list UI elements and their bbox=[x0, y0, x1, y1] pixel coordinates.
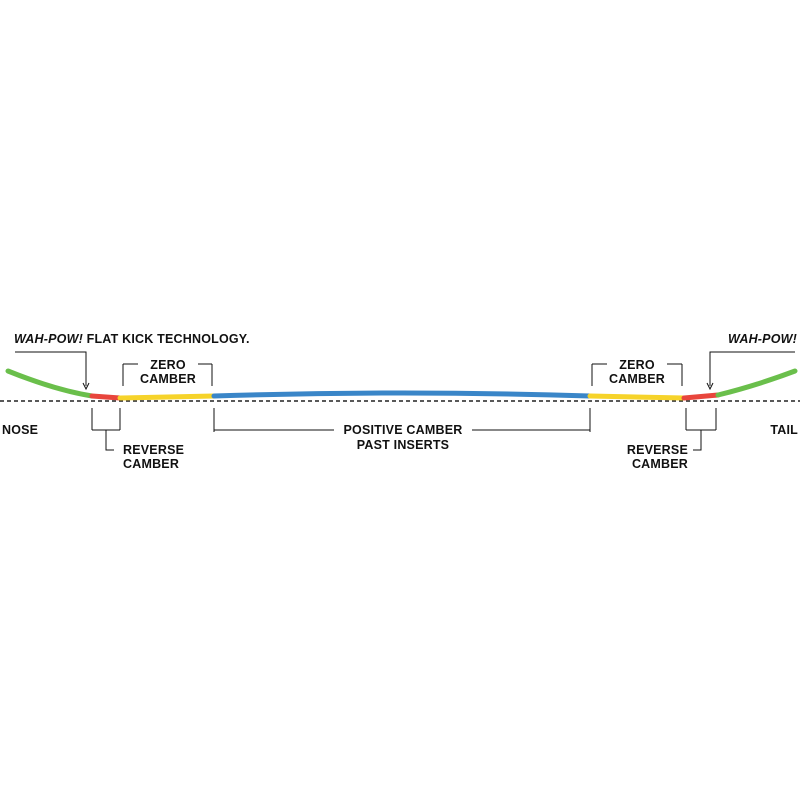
tail-zero-camber-segment bbox=[587, 393, 687, 401]
flat-kick-leader bbox=[15, 351, 87, 386]
reverse-camber-left-line2: CAMBER bbox=[123, 457, 179, 471]
positive-camber-line1: POSITIVE CAMBER bbox=[344, 423, 463, 437]
zero-camber-right-line1: ZERO bbox=[619, 358, 655, 372]
wahpow-right-label: WAH-POW! bbox=[728, 332, 797, 346]
positive-camber-segment bbox=[211, 390, 593, 399]
tail-reverse-camber-segment bbox=[681, 392, 721, 401]
reverse-camber-right-line1: REVERSE bbox=[627, 443, 688, 457]
reverse-camber-left-group: REVERSE CAMBER bbox=[91, 408, 184, 471]
positive-camber-group: POSITIVE CAMBER PAST INSERTS bbox=[213, 408, 591, 452]
nose-zero-camber-segment bbox=[117, 393, 217, 401]
tail-kick-segment bbox=[715, 368, 798, 398]
tail-label: TAIL bbox=[770, 423, 798, 437]
zero-camber-right-line2: CAMBER bbox=[609, 372, 665, 386]
nose-reverse-camber-segment bbox=[89, 393, 123, 401]
zero-camber-left-group: ZERO CAMBER bbox=[122, 358, 213, 386]
reverse-camber-right-group: REVERSE CAMBER bbox=[627, 408, 717, 471]
reverse-camber-right-leader bbox=[693, 430, 702, 451]
zero-camber-right-group: ZERO CAMBER bbox=[591, 358, 683, 386]
wahpow-right-leader bbox=[709, 351, 795, 386]
wahpow-right-arrow bbox=[706, 382, 714, 391]
reverse-camber-left-line1: REVERSE bbox=[123, 443, 184, 457]
flat-kick-label: WAH-POW! FLAT KICK TECHNOLOGY. bbox=[14, 332, 250, 346]
zero-camber-left-line2: CAMBER bbox=[140, 372, 196, 386]
zero-camber-left-line1: ZERO bbox=[150, 358, 186, 372]
reverse-camber-left-leader bbox=[105, 430, 114, 451]
positive-camber-line2: PAST INSERTS bbox=[357, 438, 449, 452]
reverse-camber-right-line2: CAMBER bbox=[632, 457, 688, 471]
nose-kick-segment bbox=[5, 368, 95, 399]
nose-label: NOSE bbox=[2, 423, 38, 437]
flat-kick-arrow bbox=[82, 382, 90, 391]
